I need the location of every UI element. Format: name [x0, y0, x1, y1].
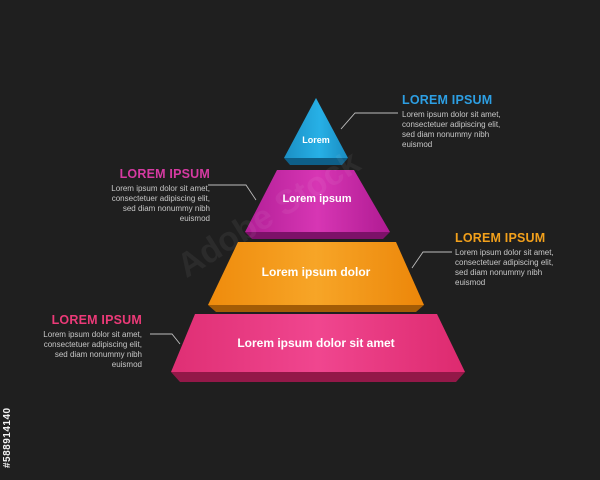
tier-2-face [245, 170, 390, 232]
callout-title: LOREM IPSUM [51, 313, 142, 327]
callout-body: Lorem ipsum dolor sit amet, consectetuer… [402, 110, 501, 149]
pyramid-tier-4: Lorem ipsum dolor sit amet [171, 314, 465, 382]
tier-1-base [284, 158, 348, 165]
side-code: #588914140 [2, 407, 13, 468]
callout-body: Lorem ipsum dolor sit amet, consectetuer… [455, 248, 554, 287]
callout-title: LOREM IPSUM [455, 231, 546, 245]
tier-4-label: Lorem ipsum dolor sit amet [237, 336, 394, 350]
callout-tier-3: LOREM IPSUM Lorem ipsum dolor sit amet, … [455, 231, 600, 288]
pyramid-tier-3: Lorem ipsum dolor [208, 242, 424, 312]
callout-tier-4: LOREM IPSUM Lorem ipsum dolor sit amet, … [0, 313, 142, 370]
tier-2-base [245, 232, 390, 239]
callout-body: Lorem ipsum dolor sit amet, consectetuer… [111, 184, 210, 223]
pyramid-tier-1: Lorem [284, 98, 348, 165]
tier-4-base [171, 372, 465, 382]
pyramid-tier-2: Lorem ipsum [245, 170, 390, 239]
callout-tier-1: LOREM IPSUM Lorem ipsum dolor sit amet, … [402, 93, 592, 150]
connector-lines [150, 112, 452, 345]
connector-line-2 [208, 184, 257, 201]
callout-body: Lorem ipsum dolor sit amet, consectetuer… [43, 330, 142, 369]
tier-3-base [208, 305, 424, 312]
connector-line-3 [411, 251, 452, 269]
tier-2-label: Lorem ipsum [282, 193, 351, 205]
tier-3-label: Lorem ipsum dolor [262, 265, 371, 279]
callout-tier-2: LOREM IPSUM Lorem ipsum dolor sit amet, … [20, 167, 210, 224]
tier-3-face [208, 242, 424, 305]
callout-title: LOREM IPSUM [119, 167, 210, 181]
connector-line-1 [340, 112, 398, 130]
tier-1-label: Lorem [302, 135, 330, 145]
tier-4-face [171, 314, 465, 372]
tier-1-face [284, 98, 348, 158]
connector-line-4 [150, 333, 181, 345]
callout-title: LOREM IPSUM [402, 93, 493, 107]
